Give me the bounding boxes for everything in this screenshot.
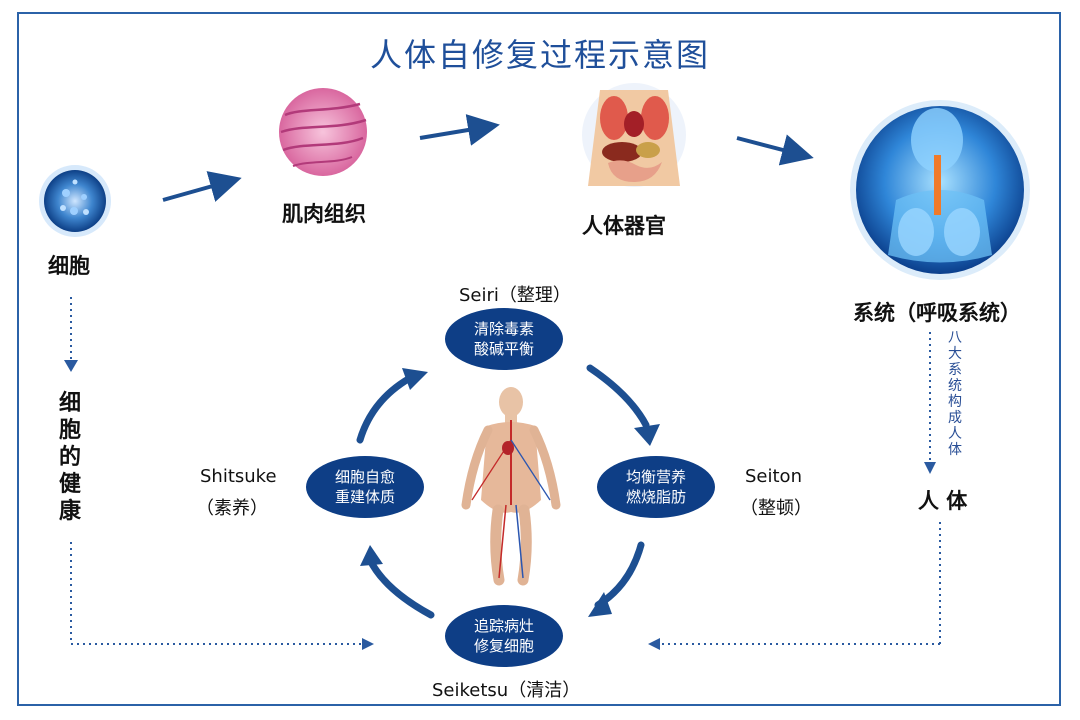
right-dotted-connector (660, 332, 941, 645)
diagram-frame (17, 12, 1061, 706)
shitsuke-node: 细胞自愈 重建体质 (306, 456, 424, 518)
seiketsu-label: Seiketsu（清洁） (432, 680, 581, 701)
respiratory-system-icon (850, 100, 1030, 280)
eight-systems-vertical-label: 八大系统构成人体 (948, 330, 962, 458)
left-down-arrowhead (64, 360, 78, 372)
shitsuke-label: Shitsuke (200, 466, 277, 487)
seiton-label: Seiton (745, 466, 802, 487)
organs-icon (582, 83, 686, 187)
right-down-arrowhead (924, 462, 936, 474)
left-dotted-connector (70, 297, 364, 645)
muscle-tissue-label: 肌肉组织 (282, 202, 366, 226)
cell-icon (39, 165, 111, 237)
shitsuke-sub-label: （素养） (196, 498, 268, 519)
seiketsu-node: 追踪病灶 修复细胞 (445, 605, 563, 667)
right-left-arrowhead (648, 638, 660, 650)
left-right-arrowhead (362, 638, 374, 650)
human-body-anatomy-icon (461, 387, 561, 586)
muscle-tissue-icon (279, 88, 367, 176)
cycle-arrowheads (360, 368, 660, 617)
seiton-node: 均衡营养 燃烧脂肪 (597, 456, 715, 518)
cell-label: 细胞 (48, 254, 90, 278)
cell-health-vertical-label: 细胞的健康 (58, 391, 81, 524)
seiri-label: Seiri（整理） (459, 285, 571, 306)
organ-label: 人体器官 (582, 214, 666, 238)
human-body-label: 人 体 (918, 489, 968, 513)
diagram-title: 人体自修复过程示意图 (369, 36, 710, 74)
system-label: 系统（呼吸系统） (853, 301, 1021, 325)
flow-arrows (162, 114, 814, 202)
seiton-sub-label: （整顿） (740, 498, 812, 519)
seiri-node: 清除毒素 酸碱平衡 (445, 308, 563, 370)
